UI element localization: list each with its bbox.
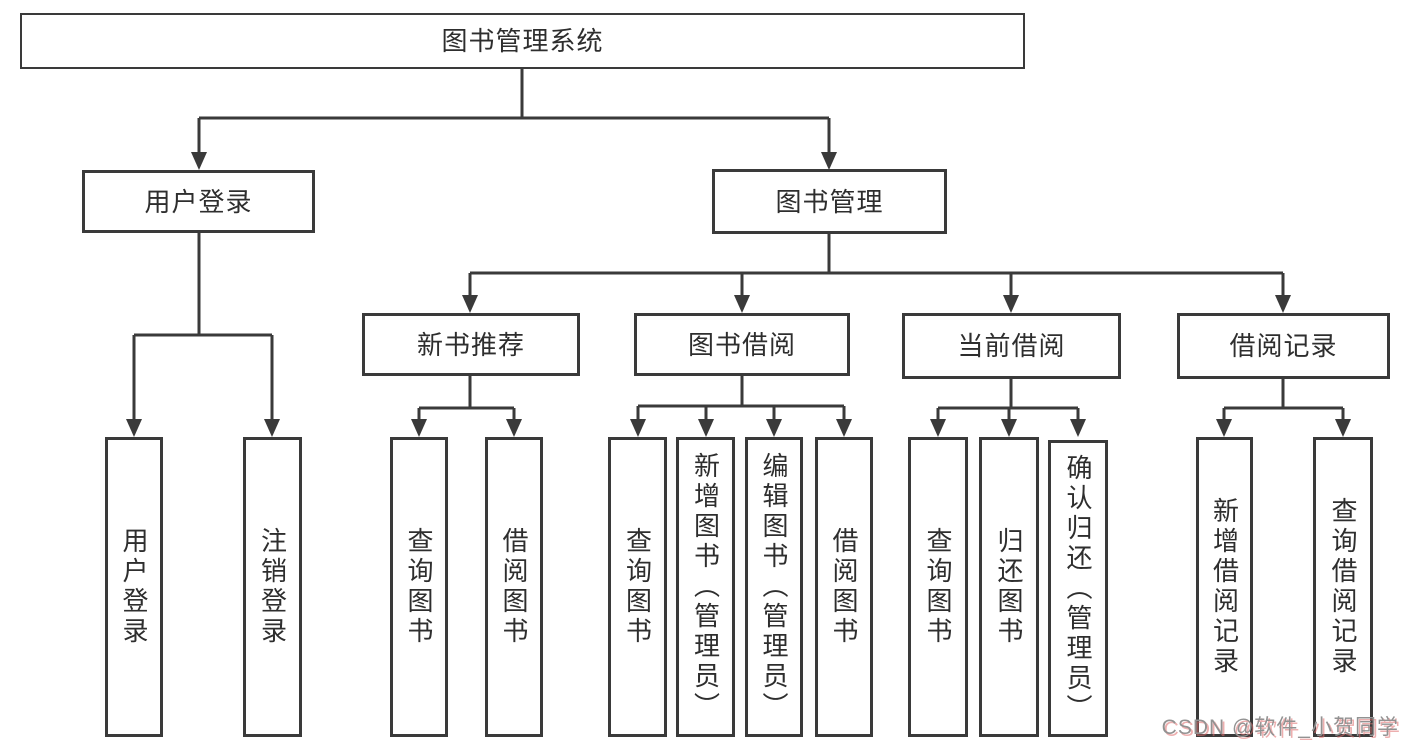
leaf-add-books-admin: 新增图书（管理员） bbox=[676, 437, 735, 737]
leaf-confirm-return-admin: 确认归还（管理员） bbox=[1048, 440, 1108, 737]
node-book-borrowing: 图书借阅 bbox=[634, 313, 850, 376]
leaf-user-login: 用户登录 bbox=[105, 437, 163, 737]
leaf-query-books-2: 查询图书 bbox=[608, 437, 667, 737]
leaf-query-borrow-record: 查询借阅记录 bbox=[1313, 437, 1373, 737]
leaf-borrow-books-1: 借阅图书 bbox=[485, 437, 543, 737]
node-current-borrowing: 当前借阅 bbox=[902, 313, 1121, 379]
node-book-management: 图书管理 bbox=[712, 169, 947, 234]
node-borrowing-records: 借阅记录 bbox=[1177, 313, 1390, 379]
node-user-login: 用户登录 bbox=[82, 170, 315, 233]
leaf-query-books-1: 查询图书 bbox=[390, 437, 448, 737]
leaf-return-books: 归还图书 bbox=[979, 437, 1039, 737]
leaf-borrow-books-2: 借阅图书 bbox=[815, 437, 873, 737]
node-library-management-system: 图书管理系统 bbox=[20, 13, 1025, 69]
leaf-edit-books-admin: 编辑图书（管理员） bbox=[745, 437, 803, 737]
leaf-logout: 注销登录 bbox=[243, 437, 302, 737]
node-new-book-recommendation: 新书推荐 bbox=[362, 313, 580, 376]
leaf-query-books-3: 查询图书 bbox=[908, 437, 968, 737]
leaf-add-borrow-record: 新增借阅记录 bbox=[1196, 437, 1253, 737]
